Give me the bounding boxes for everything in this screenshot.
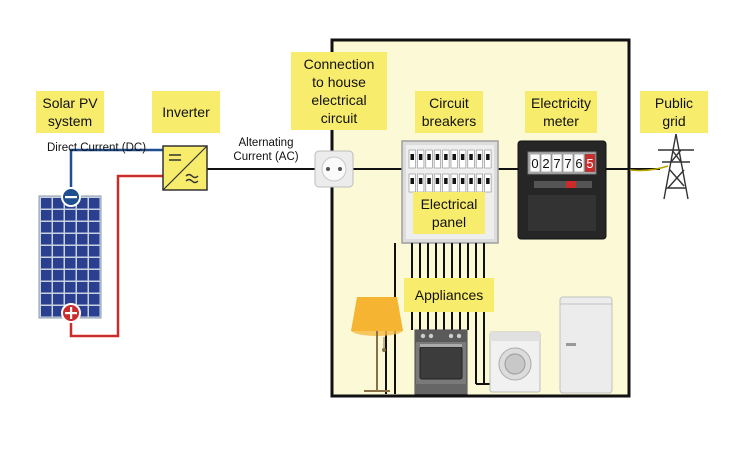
meter-digit: 7: [564, 156, 571, 171]
ac-note-line1: Alternating: [238, 137, 294, 149]
solar-panel: [38, 195, 102, 319]
circuit-breakers-label: Circuit breakers: [415, 91, 483, 133]
floor-lamp-icon: [351, 297, 403, 392]
grid-feed-lines: [629, 165, 669, 172]
meter-digit: 2: [542, 156, 549, 171]
meter-digit: 7: [553, 156, 560, 171]
stove-oven-icon: [414, 329, 468, 395]
connection-label: Connection to house electrical circuit: [291, 52, 387, 130]
public-grid-label: Public grid: [640, 91, 708, 133]
positive-terminal-icon: [61, 303, 81, 323]
inverter-label: Inverter: [152, 91, 220, 133]
ac-note-line2: Current (AC): [233, 151, 299, 163]
washing-machine-icon: [489, 331, 541, 393]
meter-digit: 6: [575, 156, 582, 171]
meter-digit: 0: [531, 156, 538, 171]
inverter-icon: [162, 145, 208, 191]
solar-pv-label: Solar PV system: [36, 91, 104, 133]
appliances-label: Appliances: [404, 278, 494, 312]
negative-terminal-icon: [61, 187, 81, 207]
dc-note: Direct Current (DC): [47, 142, 147, 154]
wall-outlet-icon: [314, 150, 354, 188]
meter-digit: 5: [586, 156, 593, 171]
electricity-meter-label: Electricity meter: [525, 91, 597, 133]
dc-positive-wire: [69, 174, 163, 338]
refrigerator-icon: [559, 296, 613, 394]
power-pylon-icon: [658, 133, 694, 200]
electrical-panel-label: Electrical panel: [413, 192, 485, 234]
